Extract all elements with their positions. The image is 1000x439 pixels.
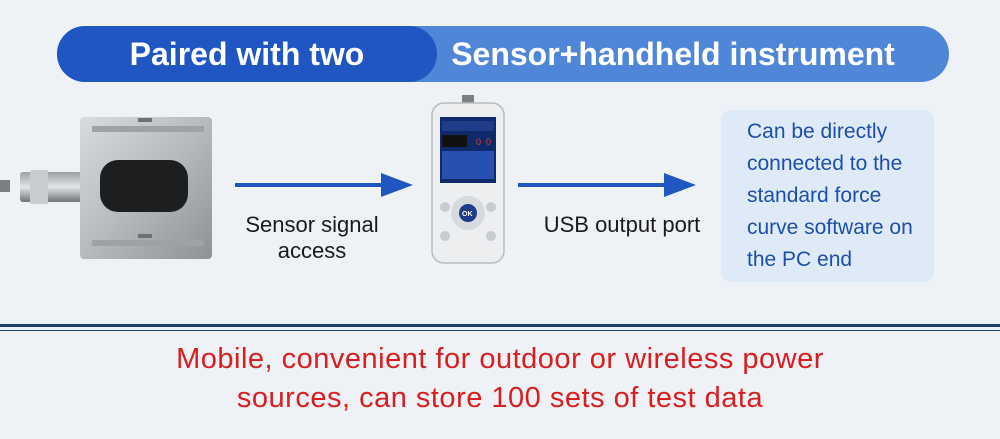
banner-left-pill: Paired with two [57, 26, 437, 82]
feature-caption-line2: sources, can store 100 sets of test data [236, 382, 764, 414]
pc-software-info-text: Can be directly connected to the standar… [747, 120, 913, 271]
banner-right-section: Sensor+handheld instrument [437, 26, 949, 82]
feature-caption-line1: Mobile, convenient for outdoor or wirele… [176, 343, 824, 375]
banner-left-text: Paired with two [129, 35, 365, 72]
divider [0, 330, 1000, 331]
sensor-signal-label: Sensor signal access [245, 212, 379, 263]
arrow-right-icon [518, 173, 696, 197]
s-type-load-cell-image [0, 117, 212, 259]
divider [0, 324, 1000, 327]
screen-readout-right: 0 [486, 137, 491, 147]
banner-right-text: Sensor+handheld instrument [451, 35, 895, 72]
handheld-instrument-image: 0 0 OK [431, 95, 505, 264]
screen-readout-left: 0 [476, 137, 481, 147]
usb-output-label: USB output port [543, 212, 701, 237]
pc-software-info-box: Can be directly connected to the standar… [721, 110, 934, 282]
feature-caption: Mobile, convenient for outdoor or wirele… [0, 340, 1000, 418]
title-banner: Paired with two Sensor+handheld instrume… [57, 26, 949, 82]
ok-button-label: OK [462, 211, 473, 218]
arrow-right-icon [235, 173, 413, 197]
